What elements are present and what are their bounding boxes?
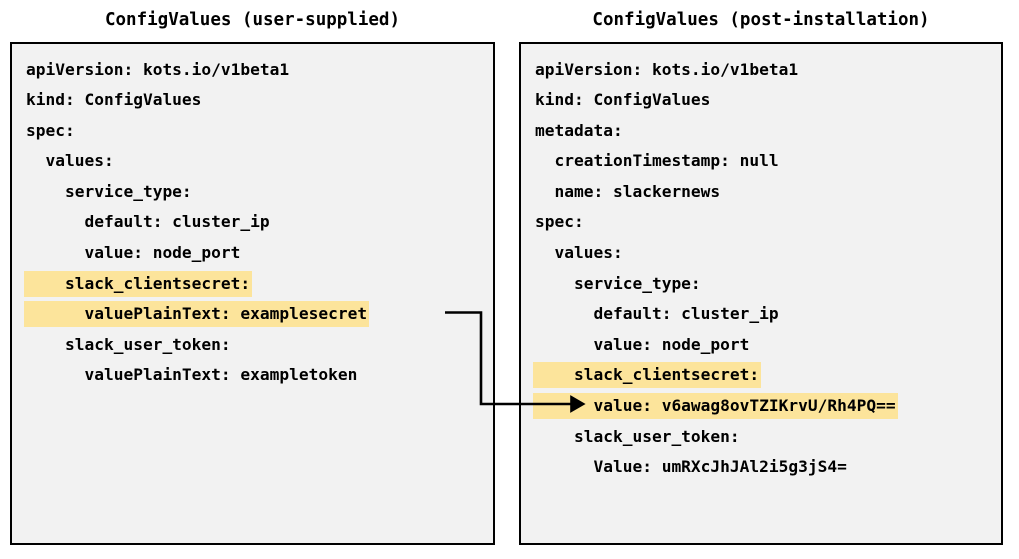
yaml-line: service_type:: [521, 268, 1001, 299]
yaml-line-text: service_type:: [26, 181, 192, 201]
yaml-line-text: slack_user_token:: [535, 426, 740, 446]
yaml-line-text: creationTimestamp: null: [535, 151, 779, 171]
yaml-line-text: spec:: [535, 212, 584, 232]
yaml-line-text: metadata:: [535, 120, 623, 140]
yaml-line-highlighted-text: value: v6awag8ovTZIKrvU/Rh4PQ==: [533, 393, 898, 420]
yaml-line-highlighted-text: slack_clientsecret:: [24, 270, 253, 297]
yaml-line-text: default: cluster_ip: [26, 212, 270, 232]
yaml-line: values:: [521, 238, 1001, 269]
panel-title-user-supplied: ConfigValues (user-supplied): [104, 10, 400, 30]
yaml-line-text: name: slackernews: [535, 181, 721, 201]
yaml-line: apiVersion: kots.io/v1beta1: [12, 54, 493, 85]
yaml-line: value: node_port: [12, 238, 493, 269]
yaml-code-block-post-installation: apiVersion: kots.io/v1beta1 kind: ConfigV…: [521, 44, 1001, 482]
yaml-line: value: v6awag8ovTZIKrvU/Rh4PQ==: [521, 391, 1001, 422]
yaml-line: creationTimestamp: null: [521, 146, 1001, 177]
yaml-line-text: values:: [26, 151, 114, 171]
yaml-line-highlighted-text: valuePlainText: examplesecret: [24, 301, 370, 328]
yaml-line: values:: [12, 146, 493, 177]
yaml-line: slack_user_token:: [521, 421, 1001, 452]
yaml-line-text: Value: umRXcJhJAl2i5g3jS4=: [535, 457, 847, 477]
yaml-line: valuePlainText: examplesecret: [12, 299, 493, 330]
yaml-line-text: slack_user_token:: [26, 334, 231, 354]
panel-post-installation: apiVersion: kots.io/v1beta1 kind: ConfigV…: [519, 42, 1003, 545]
yaml-line: Value: umRXcJhJAl2i5g3jS4=: [521, 452, 1001, 483]
yaml-line: valuePlainText: exampletoken: [12, 360, 493, 391]
yaml-line-text: value: node_port: [26, 243, 241, 263]
yaml-code-block-user-supplied: apiVersion: kots.io/v1beta1 kind: ConfigV…: [12, 44, 493, 391]
yaml-line: kind: ConfigValues: [12, 85, 493, 116]
yaml-line-text: spec:: [26, 120, 75, 140]
yaml-line: value: node_port: [521, 329, 1001, 360]
yaml-line: metadata:: [521, 115, 1001, 146]
yaml-line-text: apiVersion: kots.io/v1beta1: [26, 59, 290, 79]
yaml-line-text: kind: ConfigValues: [26, 90, 202, 110]
yaml-line-text: value: node_port: [535, 334, 750, 354]
yaml-line: slack_clientsecret:: [521, 360, 1001, 391]
yaml-line-text: default: cluster_ip: [535, 304, 779, 324]
yaml-line-text: apiVersion: kots.io/v1beta1: [535, 59, 799, 79]
yaml-line: service_type:: [12, 176, 493, 207]
yaml-line-text: valuePlainText: exampletoken: [26, 365, 358, 385]
yaml-line: apiVersion: kots.io/v1beta1: [521, 54, 1001, 85]
yaml-line-text: kind: ConfigValues: [535, 90, 711, 110]
yaml-line: name: slackernews: [521, 176, 1001, 207]
yaml-line: spec:: [521, 207, 1001, 238]
yaml-line: default: cluster_ip: [521, 299, 1001, 330]
yaml-line-text: service_type:: [535, 273, 701, 293]
yaml-line: spec:: [12, 115, 493, 146]
yaml-line: default: cluster_ip: [12, 207, 493, 238]
panel-user-supplied: apiVersion: kots.io/v1beta1 kind: ConfigV…: [10, 42, 495, 545]
yaml-line: slack_user_token:: [12, 329, 493, 360]
yaml-line: slack_clientsecret:: [12, 268, 493, 299]
yaml-line-text: values:: [535, 243, 623, 263]
yaml-line-highlighted-text: slack_clientsecret:: [533, 362, 762, 389]
panel-title-post-installation: ConfigValues (post-installation): [592, 10, 930, 30]
yaml-line: kind: ConfigValues: [521, 85, 1001, 116]
